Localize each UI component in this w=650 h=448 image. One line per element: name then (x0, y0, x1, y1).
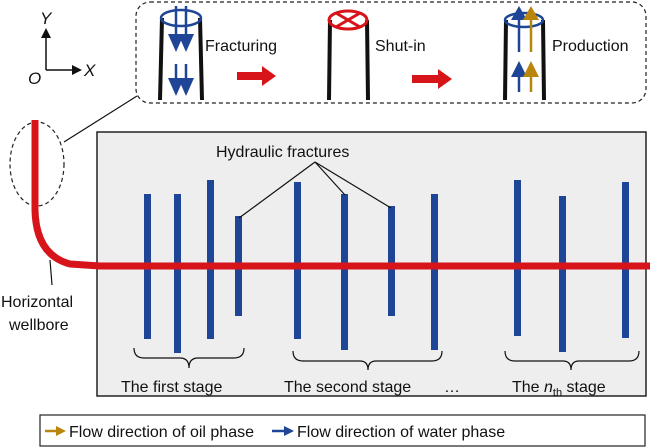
legend: Flow direction of oil phase Flow directi… (39, 414, 646, 447)
stage-label-second: The second stage (284, 379, 411, 396)
fracture (207, 180, 214, 339)
fracture (341, 194, 348, 350)
water-arrow-head-icon (284, 426, 294, 436)
process-inset-border (135, 1, 647, 104)
legend-water-label: Flow direction of water phase (297, 424, 505, 441)
fracture (514, 180, 521, 336)
fracture (174, 194, 181, 353)
shut-in-well-icon (327, 9, 370, 101)
fracture (431, 194, 438, 350)
next-arrow-icon (237, 66, 276, 86)
ellipsis-label: … (444, 379, 460, 396)
stage-braces (133, 347, 640, 371)
callout-line (63, 95, 138, 143)
origin-label: O (28, 69, 41, 88)
process-inset: Fracturing Shut-in Production (135, 1, 647, 104)
coordinate-axes: Y X O (28, 9, 96, 88)
step-label-shut-in: Shut-in (375, 38, 426, 55)
wellbore-leader-line (49, 259, 53, 286)
stage-brace (133, 347, 245, 369)
fracture (388, 206, 395, 316)
wellbore-label-line2: wellbore (8, 317, 69, 334)
hydraulic-fractures-label: Hydraulic fractures (216, 144, 349, 161)
production-well-icon (503, 6, 546, 101)
horizontal-wellbore (31, 120, 650, 270)
oil-arrow-head-icon (56, 426, 66, 436)
wellbore-label-line1: Horizontal (1, 294, 73, 311)
step-label-production: Production (552, 38, 629, 55)
stage-label-nth: The nth stage (512, 379, 606, 399)
x-axis-arrow-icon (72, 65, 82, 75)
fracture (559, 196, 566, 352)
y-axis-label: Y (40, 9, 53, 28)
legend-oil-label: Flow direction of oil phase (69, 424, 254, 441)
legend-box (39, 414, 646, 447)
y-axis-arrow-icon (41, 28, 51, 38)
fracture-leader-lines (238, 161, 392, 219)
step-label-fracturing: Fracturing (205, 38, 277, 55)
stage-label-first: The first stage (121, 379, 222, 396)
fracture (294, 182, 301, 339)
fracture (622, 182, 629, 338)
fracturing-well-icon (158, 6, 204, 101)
next-arrow-icon (412, 69, 452, 89)
x-axis-label: X (83, 61, 96, 80)
stage-brace (292, 350, 443, 371)
stage-brace (504, 350, 640, 371)
